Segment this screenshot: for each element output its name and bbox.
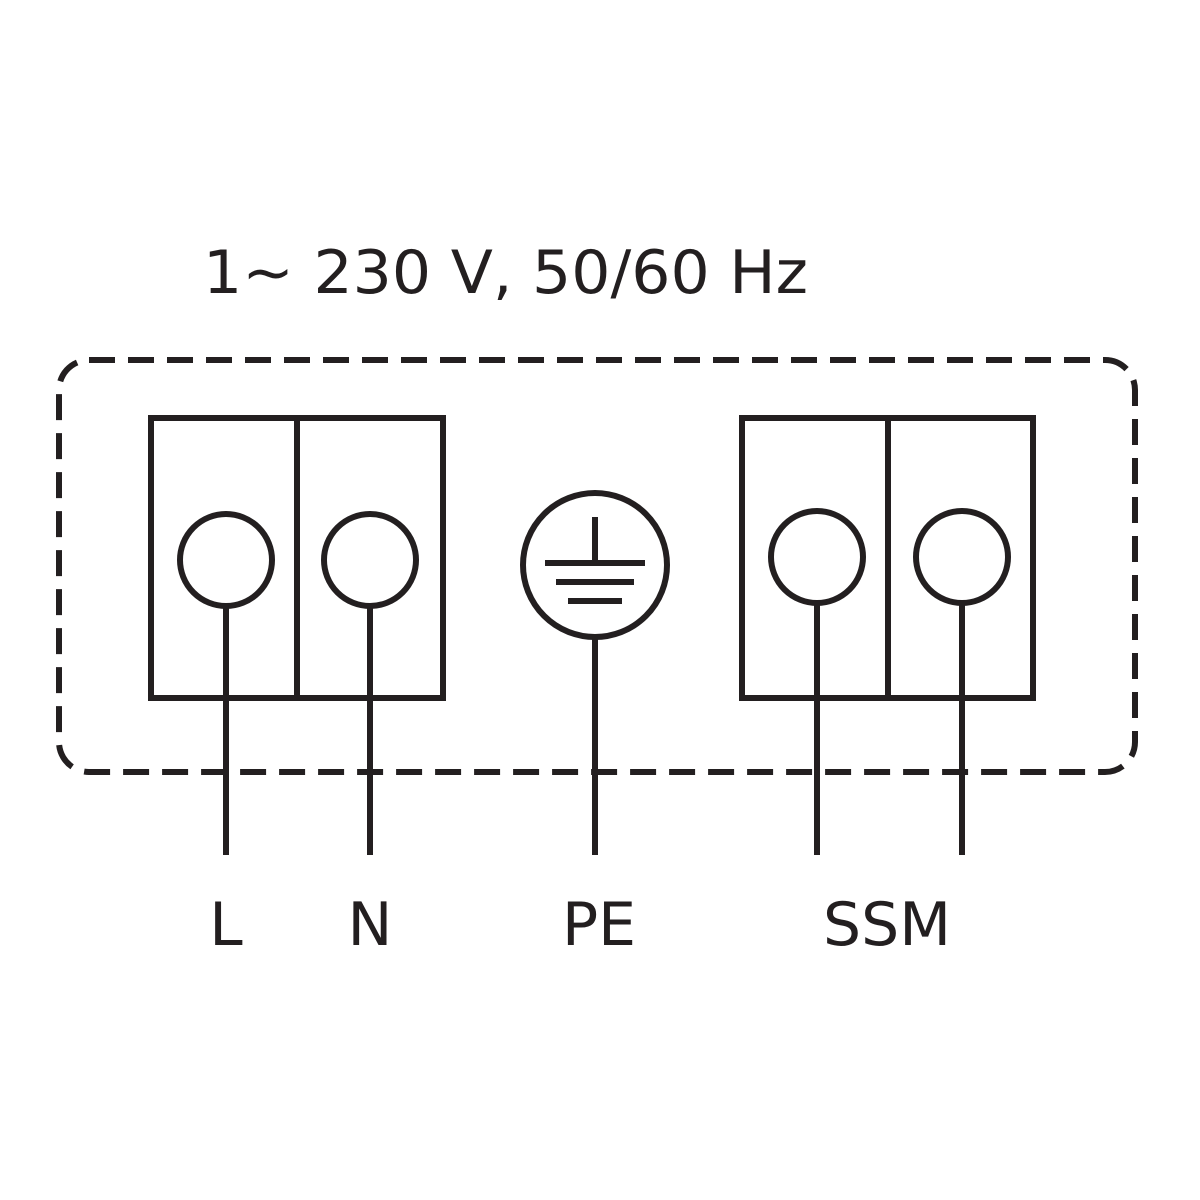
terminal-N: [321, 511, 419, 855]
earth-ground-icon: [545, 517, 645, 604]
terminal-label-PE: PE: [562, 890, 636, 960]
terminal-L-screw: [177, 511, 275, 609]
terminal-label-N: N: [348, 890, 393, 960]
terminal-N-screw: [321, 511, 419, 609]
terminal-SSM-2-screw: [913, 508, 1011, 606]
terminal-label-SSM: SSM: [823, 890, 951, 960]
terminal-SSM-1: [768, 508, 866, 855]
terminal-label-L: L: [209, 890, 243, 960]
terminal-PE: [520, 490, 670, 855]
supply-rating-label: 1~ 230 V, 50/60 Hz: [203, 238, 808, 308]
terminal-L: [177, 511, 275, 855]
terminal-SSM-1-screw: [768, 508, 866, 606]
ssm-terminal-block: [739, 415, 1036, 701]
mains-terminal-block: [148, 415, 446, 701]
terminal-SSM-2: [913, 508, 1011, 855]
